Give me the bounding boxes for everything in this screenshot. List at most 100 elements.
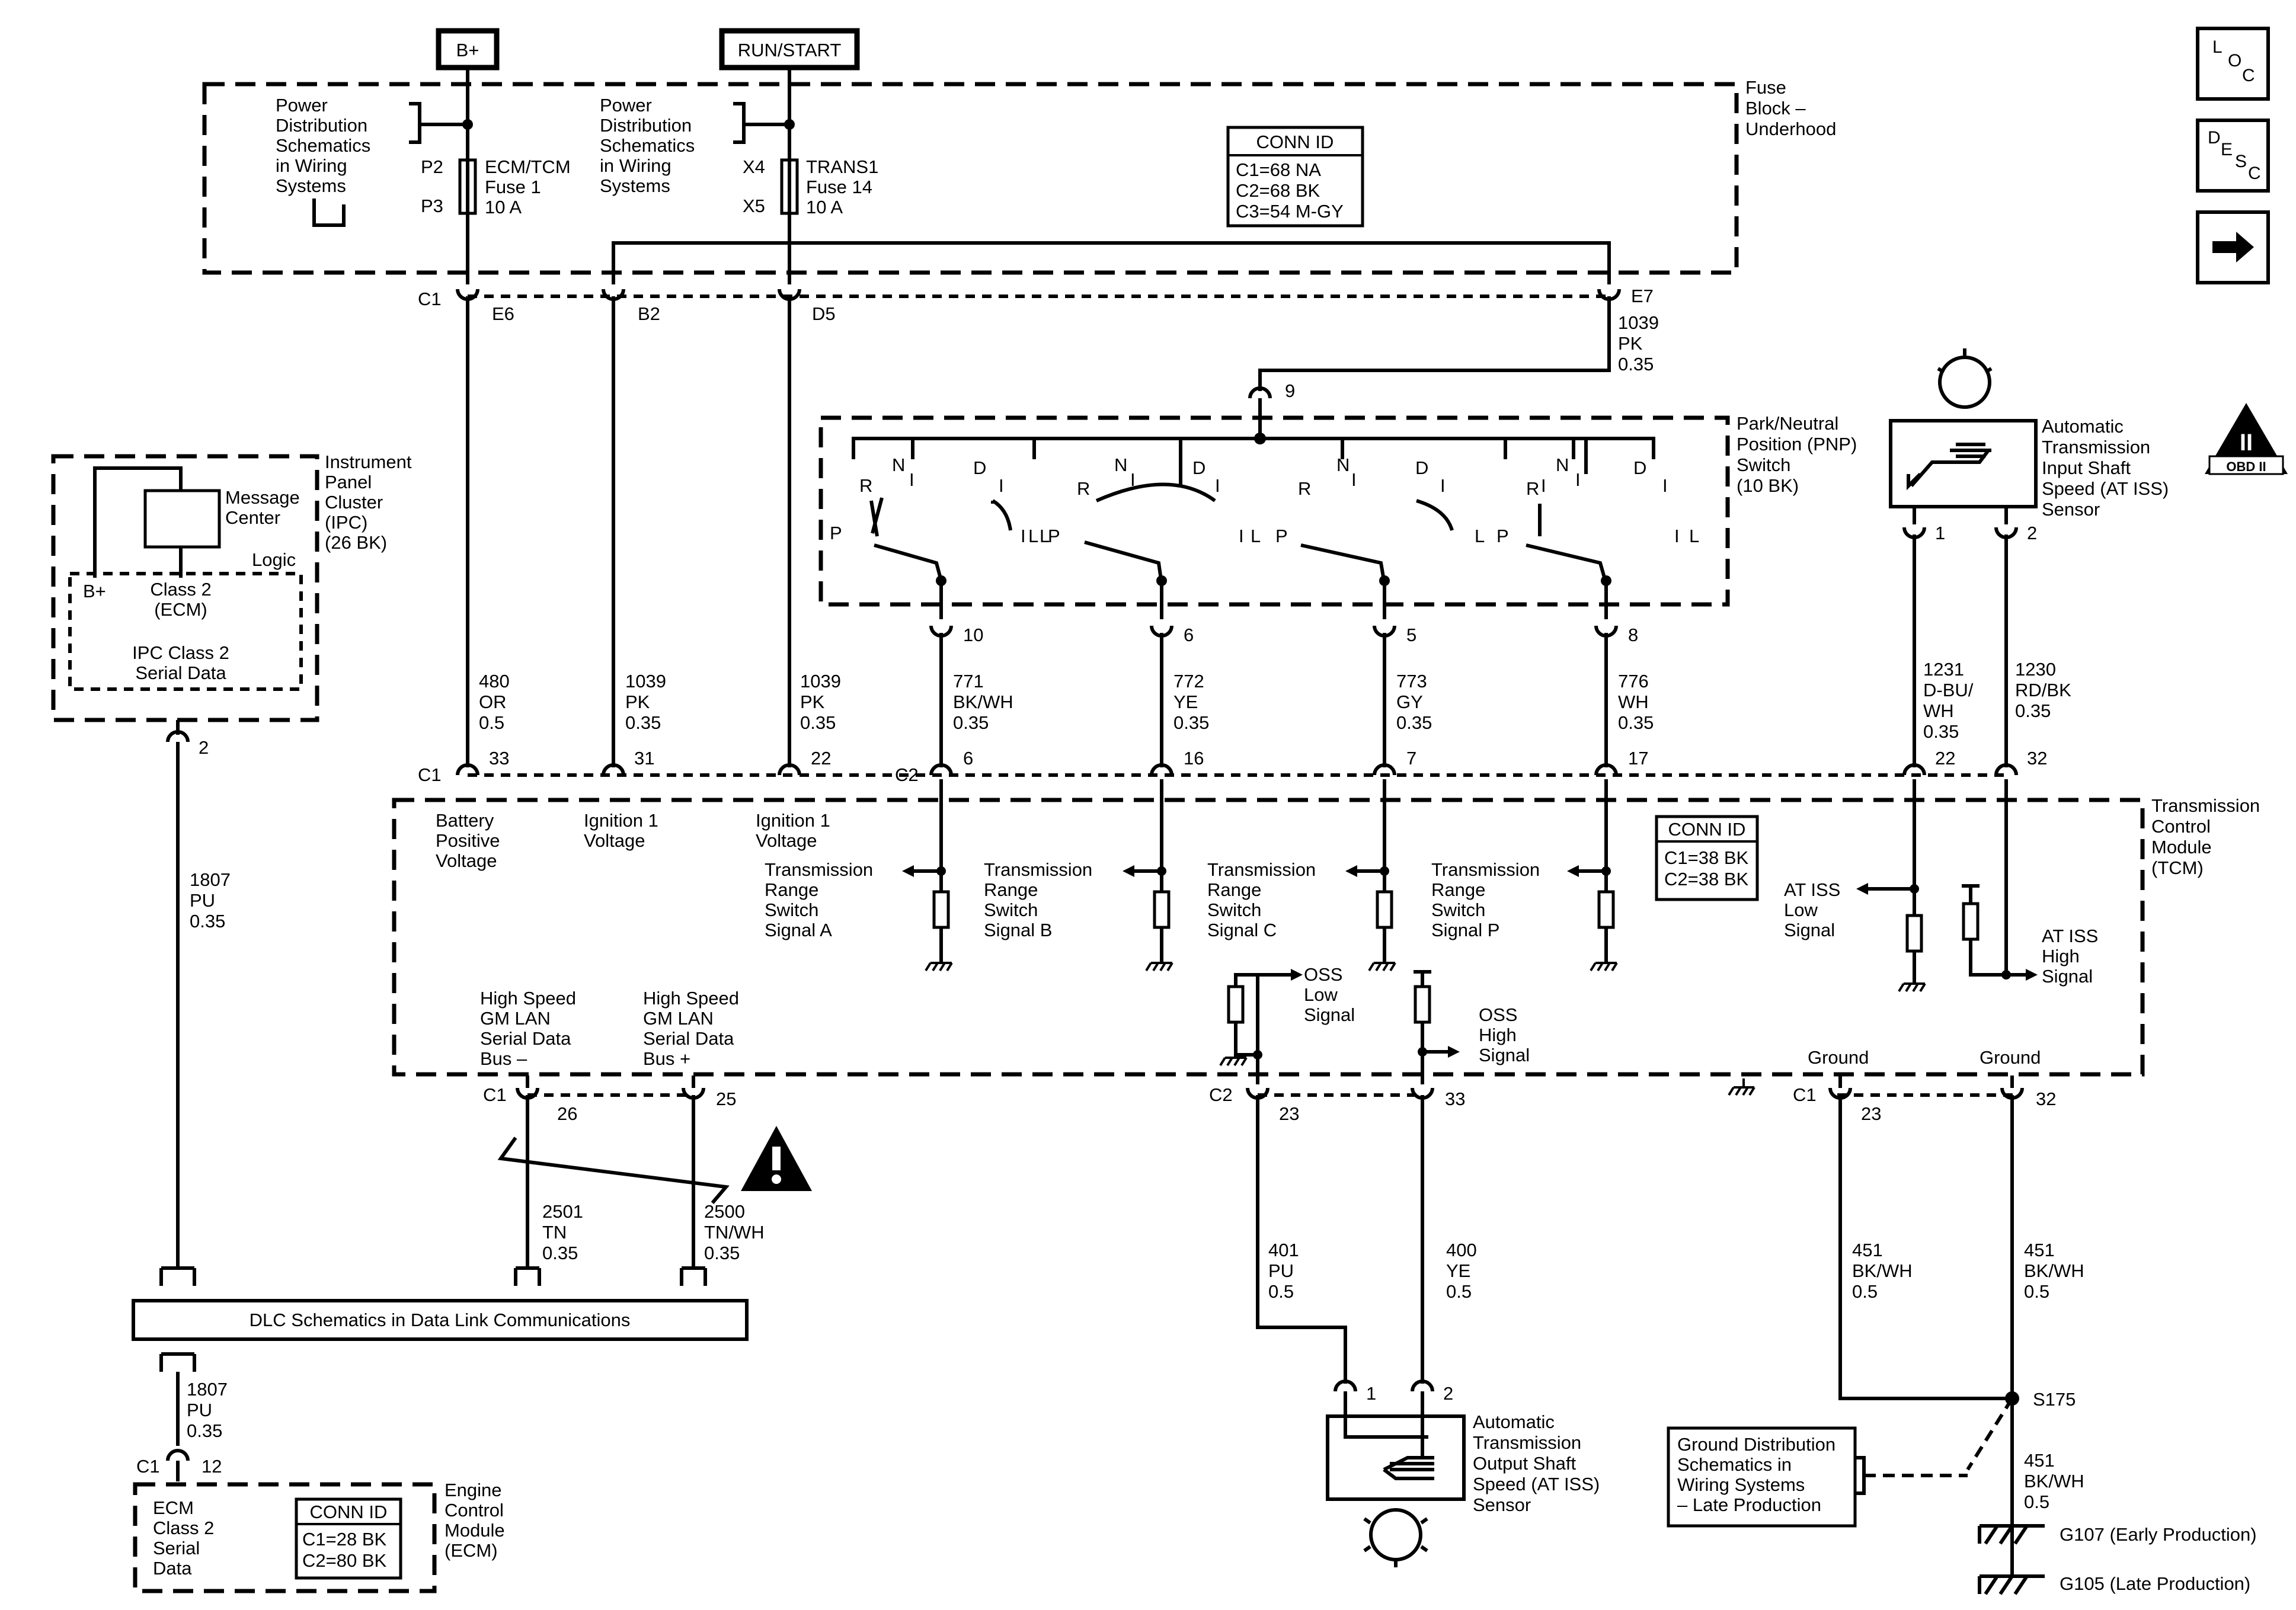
wire-2500-label: 2500 TN/WH 0.35 — [704, 1201, 765, 1263]
svg-text:Schematics in: Schematics in — [1677, 1454, 1792, 1475]
svg-text:I: I — [1674, 526, 1680, 546]
wire-401-label: 401 PU 0.5 — [1268, 1240, 1299, 1302]
desc-button[interactable]: D E S C — [2196, 119, 2270, 193]
svg-text:– Late Production: – Late Production — [1677, 1494, 1821, 1515]
pnp-switch-label: Park/Neutral Position (PNP) Switch (10 B… — [1737, 413, 1857, 496]
ipc-class2-label: Class 2 (ECM) — [150, 579, 211, 620]
svg-text:0.5: 0.5 — [479, 712, 504, 733]
pnp-pin-8: 8 — [1628, 625, 1638, 645]
bplus-label: B+ — [456, 40, 479, 60]
svg-text:22: 22 — [811, 748, 831, 769]
svg-text:Distribution: Distribution — [600, 115, 692, 136]
svg-text:C2=80 BK: C2=80 BK — [302, 1550, 387, 1571]
g107-label: G107 (Early Production) — [2060, 1524, 2257, 1545]
svg-text:Input Shaft: Input Shaft — [2042, 457, 2131, 478]
svg-text:Bus +: Bus + — [643, 1048, 690, 1069]
svg-text:Serial Data: Serial Data — [135, 662, 226, 683]
splice-label: S175 — [2033, 1389, 2076, 1410]
iss-sensor-label: Automatic Transmission Input Shaft Speed… — [2042, 416, 2169, 520]
svg-text:0.35: 0.35 — [2015, 700, 2051, 721]
svg-text:R: R — [859, 475, 872, 496]
svg-text:OBD II: OBD II — [2226, 459, 2266, 474]
wire-1039-c-label: 1039 PK 0.35 — [800, 671, 841, 733]
svg-text:L: L — [1251, 526, 1261, 546]
ipc-outline — [51, 454, 319, 722]
svg-text:I: I — [1215, 475, 1220, 496]
svg-text:P: P — [1048, 526, 1060, 546]
svg-text:Signal: Signal — [2042, 966, 2093, 987]
desc-s: S — [2235, 152, 2247, 171]
fuse-2-label: TRANS1 Fuse 14 10 A — [806, 156, 878, 217]
wire-776-label: 776 WH 0.35 — [1618, 671, 1654, 733]
wire-451-b-label: 451 BK/WH 0.5 — [2024, 1240, 2084, 1302]
svg-text:BK/WH: BK/WH — [2024, 1260, 2084, 1281]
svg-text:Transmission: Transmission — [984, 859, 1092, 880]
ipc-pin-2: 2 — [199, 737, 209, 758]
svg-text:Switch: Switch — [1207, 900, 1261, 920]
svg-text:Signal: Signal — [1304, 1004, 1355, 1025]
svg-text:L: L — [1475, 526, 1485, 546]
svg-text:Panel: Panel — [325, 472, 372, 492]
wire-1231-label: 1231 D-BU/ WH 0.35 — [1923, 659, 1974, 742]
svg-text:17: 17 — [1628, 748, 1648, 769]
svg-text:0.5: 0.5 — [2024, 1491, 2049, 1512]
wire-772-label: 772 YE 0.35 — [1173, 671, 1209, 733]
svg-text:0.5: 0.5 — [1268, 1281, 1294, 1302]
svg-text:400: 400 — [1446, 1240, 1477, 1260]
svg-text:GM LAN: GM LAN — [643, 1008, 714, 1029]
svg-text:0.35: 0.35 — [1173, 712, 1209, 733]
svg-text:BK/WH: BK/WH — [2024, 1471, 2084, 1491]
pnp-pin-6: 6 — [1184, 625, 1194, 645]
tcm-ground-2: Ground — [1980, 1047, 2041, 1068]
next-button[interactable] — [2196, 210, 2270, 284]
svg-text:1807: 1807 — [190, 869, 231, 890]
svg-text:YE: YE — [1446, 1260, 1470, 1281]
svg-text:PU: PU — [190, 890, 215, 911]
ecm-conn-id: CONN ID C1=28 BK C2=80 BK — [295, 1497, 402, 1580]
oss-high-label: OSS High Signal — [1479, 1004, 1530, 1065]
svg-text:Class 2: Class 2 — [153, 1518, 214, 1538]
ipc-bplus: B+ — [83, 581, 106, 601]
svg-text:Range: Range — [765, 879, 818, 900]
svg-text:451: 451 — [2024, 1240, 2055, 1260]
svg-text:0.5: 0.5 — [2024, 1281, 2049, 1302]
svg-text:23: 23 — [1861, 1103, 1881, 1124]
loc-button[interactable]: L O C — [2196, 27, 2270, 101]
tcm-bottom-pins: 26 25 23 33 23 32 — [516, 1076, 2056, 1124]
iss-pin-2: 2 — [2027, 523, 2037, 543]
svg-text:TRANS1: TRANS1 — [806, 156, 878, 177]
svg-text:Module: Module — [445, 1520, 505, 1541]
tcm-c1-bot: C1 — [483, 1084, 507, 1105]
fuse1-p3: P3 — [421, 196, 443, 216]
svg-text:771: 771 — [953, 671, 984, 692]
svg-text:(ECM): (ECM) — [445, 1540, 498, 1561]
oss-low-label: OSS Low Signal — [1304, 964, 1355, 1025]
pnp-switch-outline — [818, 415, 1730, 607]
svg-text:Switch: Switch — [984, 900, 1038, 920]
runstart-label: RUN/START — [738, 40, 842, 60]
tcm-c1-top: C1 — [418, 764, 442, 785]
warning-icon — [741, 1126, 812, 1191]
svg-text:16: 16 — [1184, 748, 1204, 769]
loc-o: O — [2228, 51, 2242, 71]
svg-text:I: I — [1239, 526, 1244, 546]
svg-text:Signal C: Signal C — [1207, 920, 1277, 940]
svg-text:32: 32 — [2036, 1089, 2056, 1109]
svg-text:Ignition 1: Ignition 1 — [756, 810, 830, 831]
svg-text:High Speed: High Speed — [480, 988, 576, 1009]
svg-text:N: N — [1336, 454, 1350, 475]
svg-text:Distribution: Distribution — [276, 115, 367, 136]
svg-text:D: D — [1633, 457, 1646, 478]
svg-text:Ignition 1: Ignition 1 — [584, 810, 658, 831]
svg-text:Signal: Signal — [1784, 920, 1835, 940]
svg-text:Automatic: Automatic — [1473, 1411, 1555, 1432]
svg-text:22: 22 — [1935, 748, 1955, 769]
power-distribution-note-1: Power Distribution Schematics in Wiring … — [276, 95, 370, 196]
svg-text:Low: Low — [1304, 984, 1338, 1005]
svg-text:N: N — [1556, 454, 1569, 475]
ecm-c1: C1 — [136, 1456, 160, 1477]
svg-text:PK: PK — [800, 692, 825, 712]
tcm-conn-id: CONN ID C1=38 BK C2=38 BK — [1655, 815, 1759, 901]
svg-text:BK/WH: BK/WH — [953, 692, 1013, 712]
svg-text:0.35: 0.35 — [704, 1243, 740, 1263]
